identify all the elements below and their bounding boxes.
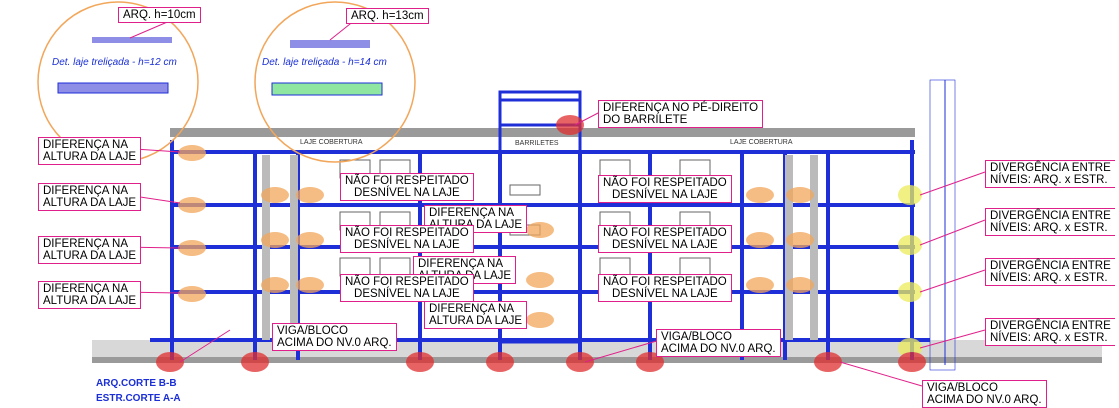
- divergencia-2: DIVERGÊNCIA ENTRE NÍVEIS: ARQ. x ESTR.: [985, 208, 1115, 236]
- nao-respeitado-2: NÃO FOI RESPEITADO DESNÍVEL NA LAJE: [340, 225, 474, 253]
- ground-band-dark: [92, 357, 1102, 363]
- viga-bloco-1: VIGA/BLOCO ACIMA DO NV.0 ARQ.: [272, 323, 397, 351]
- diff-altura-7: DIFERENÇA NA ALTURA DA LAJE: [424, 301, 528, 329]
- diff-pe-direito: DIFERENÇA NO PÉ-DIREITO DO BARRILETE: [598, 100, 764, 128]
- det-right: Det. laje treliçada - h=14 cm: [262, 57, 387, 68]
- roof-slab: [170, 128, 915, 137]
- arq-label-left: ARQ. h=10cm: [118, 7, 201, 23]
- nao-respeitado-5: NÃO FOI RESPEITADO DESNÍVEL NA LAJE: [598, 225, 732, 253]
- viga-bloco-3: VIGA/BLOCO ACIMA DO NV.0 ARQ.: [922, 380, 1047, 408]
- diff-altura-2: DIFERENÇA NA ALTURA DA LAJE: [38, 183, 142, 211]
- det-left: Det. laje treliçada - h=12 cm: [52, 57, 177, 68]
- divergencia-4: DIVERGÊNCIA ENTRE NÍVEIS: ARQ. x ESTR.: [985, 318, 1115, 346]
- laje-cobertura-left: LAJE COBERTURA: [300, 139, 363, 146]
- highlight-marks: [156, 115, 926, 372]
- nao-respeitado-6: NÃO FOI RESPEITADO DESNÍVEL NA LAJE: [598, 274, 732, 302]
- divergencia-3: DIVERGÊNCIA ENTRE NÍVEIS: ARQ. x ESTR.: [985, 258, 1115, 286]
- walls: [262, 155, 818, 340]
- arq-label-right: ARQ. h=13cm: [346, 8, 429, 24]
- diff-altura-4: DIFERENÇA NA ALTURA DA LAJE: [38, 281, 142, 309]
- corte-arq: ARQ.CORTE B-B: [96, 378, 177, 389]
- viga-bloco-2: VIGA/BLOCO ACIMA DO NV.0 ARQ.: [656, 329, 781, 357]
- nao-respeitado-3: NÃO FOI RESPEITADO DESNÍVEL NA LAJE: [340, 274, 474, 302]
- laje-cobertura-right: LAJE COBERTURA: [730, 139, 793, 146]
- detail-circle-right: [254, 1, 416, 163]
- divergencia-1: DIVERGÊNCIA ENTRE NÍVEIS: ARQ. x ESTR.: [985, 160, 1115, 188]
- nao-respeitado-1: NÃO FOI RESPEITADO DESNÍVEL NA LAJE: [340, 173, 474, 201]
- nao-respeitado-4: NÃO FOI RESPEITADO DESNÍVEL NA LAJE: [598, 175, 732, 203]
- barriletes-label: BARRILETES: [515, 140, 559, 147]
- diff-altura-1: DIFERENÇA NA ALTURA DA LAJE: [38, 137, 142, 165]
- corte-estr: ESTR.CORTE A-A: [96, 393, 181, 404]
- diff-altura-3: DIFERENÇA NA ALTURA DA LAJE: [38, 236, 142, 264]
